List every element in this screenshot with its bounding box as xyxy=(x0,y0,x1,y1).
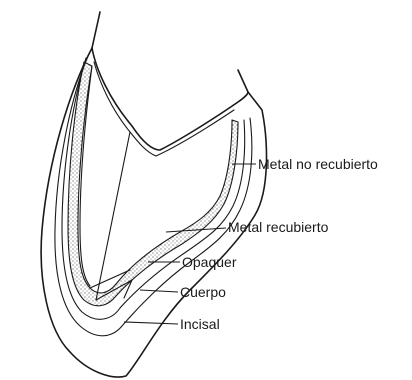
tooth-prep-right-line xyxy=(238,70,248,92)
opaquer-layer xyxy=(62,58,245,319)
label-opaquer: Opaquer xyxy=(182,254,237,270)
leader-incisal xyxy=(124,322,178,324)
label-cuerpo: Cuerpo xyxy=(180,284,226,300)
label-incisal: Incisal xyxy=(180,316,220,332)
tooth-preparation-outline xyxy=(92,48,248,150)
label-metal-recubierto: Metal recubierto xyxy=(228,219,329,235)
tooth-preparation-inner xyxy=(94,62,234,156)
leader-cuerpo xyxy=(140,290,178,292)
tooth-root-line xyxy=(92,12,100,48)
label-metal-no-recubierto: Metal no recubierto xyxy=(258,156,378,172)
